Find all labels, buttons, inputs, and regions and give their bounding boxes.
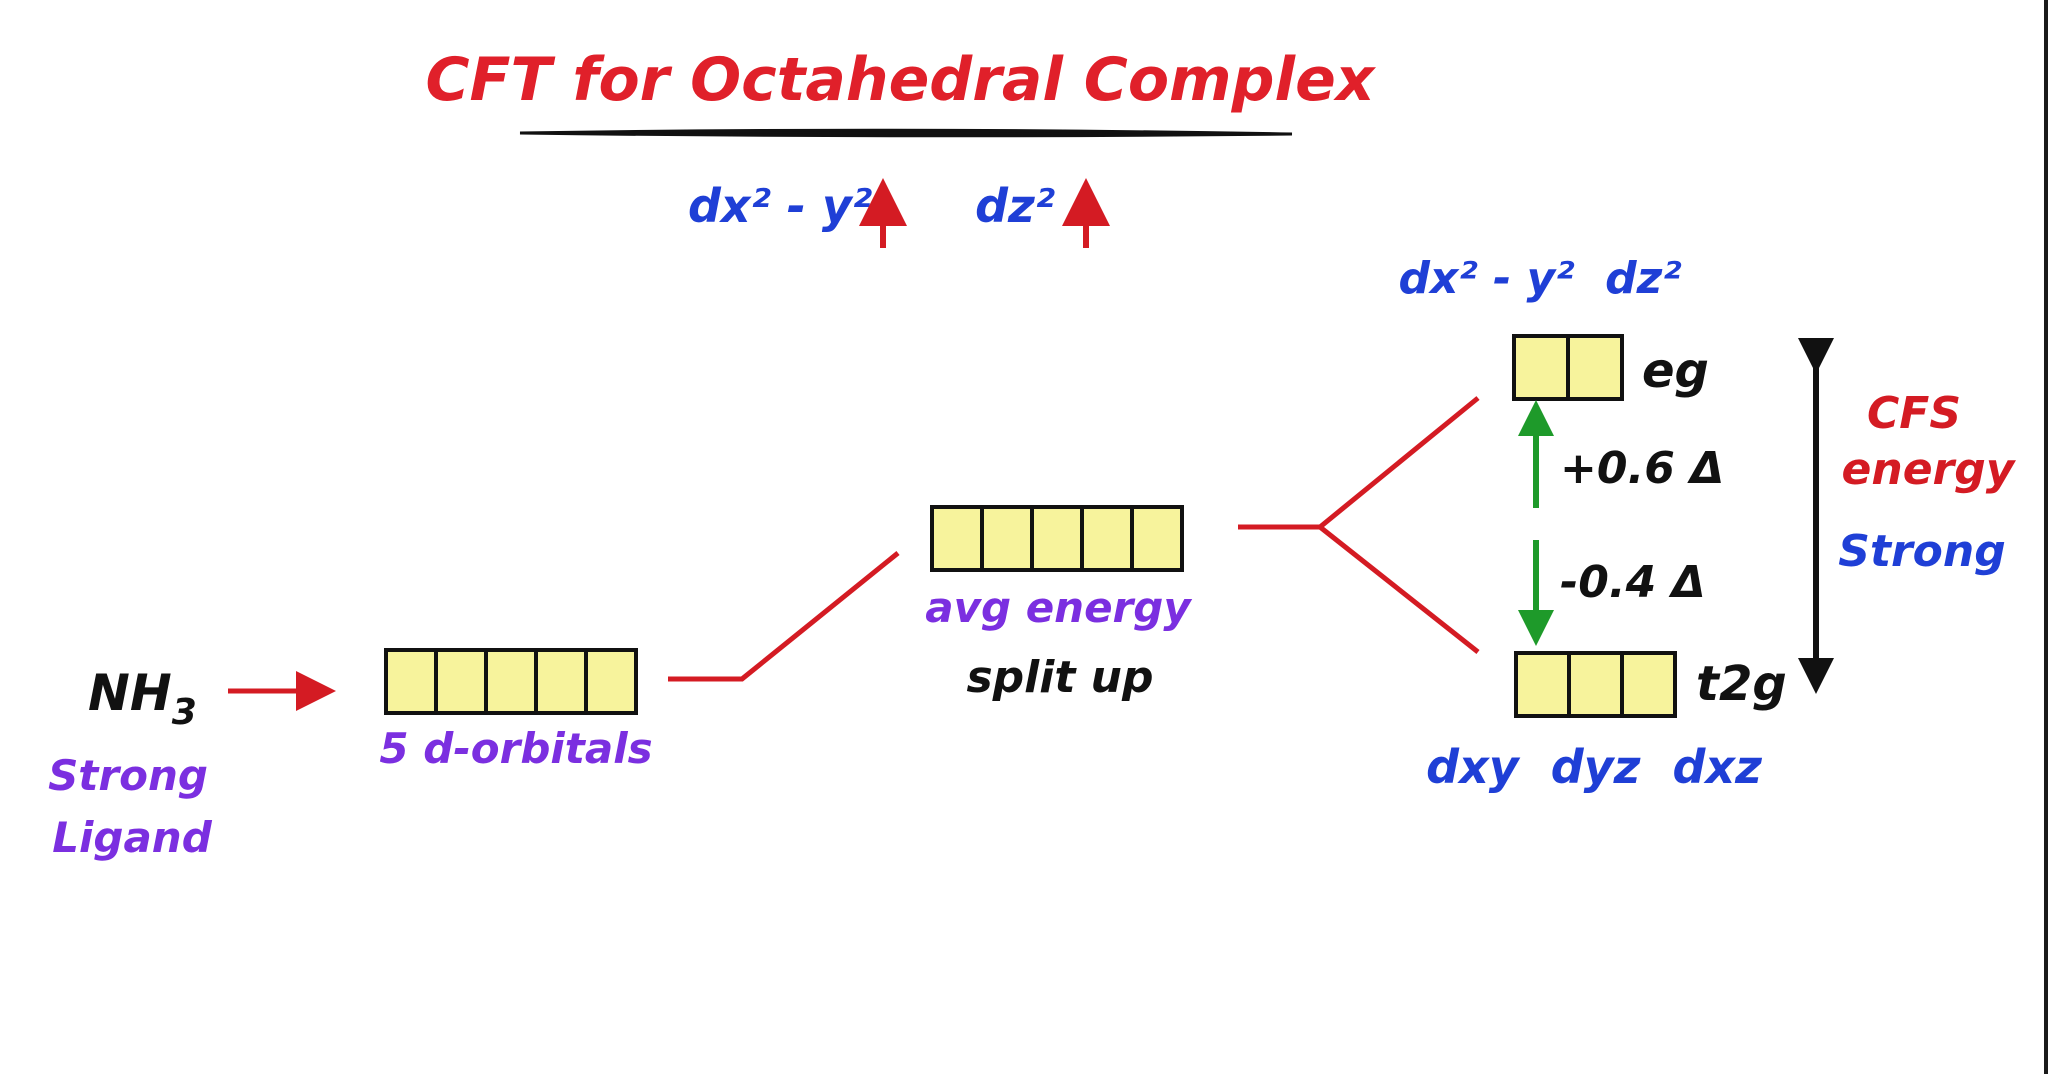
orbital-box bbox=[1620, 651, 1677, 718]
t2g-energy-shift: -0.4 Δ bbox=[1560, 557, 1706, 608]
t2g-orbital-boxes bbox=[1514, 651, 1677, 718]
average-orbital-boxes bbox=[930, 505, 1184, 572]
ligand-type-line2: Ligand bbox=[52, 813, 212, 862]
orbital-box bbox=[1567, 651, 1624, 718]
degenerate-orbital-boxes bbox=[384, 648, 638, 715]
orbital-box bbox=[1512, 334, 1570, 401]
orbital-box bbox=[584, 648, 638, 715]
cfs-label-line2: energy bbox=[1842, 444, 2017, 495]
eg-orbital-boxes bbox=[1512, 334, 1624, 401]
connector-line bbox=[668, 551, 900, 682]
t2g-orbital-names: dxy dyz dxz bbox=[1426, 740, 1762, 794]
orbital-box bbox=[930, 505, 984, 572]
title-underline bbox=[519, 128, 1293, 138]
cfs-strength: Strong bbox=[1838, 526, 2005, 577]
average-energy-label: avg energy bbox=[925, 583, 1192, 632]
diagram-title: CFT for Octahedral Complex bbox=[426, 45, 1377, 115]
cfs-label-line1: CFS bbox=[1867, 388, 1961, 439]
split-line bbox=[1318, 525, 1480, 654]
orbital-box bbox=[484, 648, 538, 715]
t2g-label: t2g bbox=[1696, 656, 1787, 712]
ligand-type-line1: Strong bbox=[48, 751, 208, 800]
orbital-box bbox=[534, 648, 588, 715]
top-orbital-dx2-y2: dx² - y² bbox=[688, 179, 872, 233]
top-orbital-dz2: dz² bbox=[975, 179, 1055, 233]
eg-orbital-names: dx² - y² dz² bbox=[1398, 253, 1681, 304]
orbital-box bbox=[1130, 505, 1184, 572]
orbital-box bbox=[1514, 651, 1571, 718]
orbital-box bbox=[1030, 505, 1084, 572]
orbital-box bbox=[434, 648, 488, 715]
orbital-box bbox=[980, 505, 1034, 572]
split-line bbox=[1238, 396, 1480, 530]
orbital-box bbox=[1566, 334, 1624, 401]
split-up-label: split up bbox=[966, 652, 1153, 703]
orbital-box bbox=[1080, 505, 1134, 572]
degenerate-label: 5 d-orbitals bbox=[379, 724, 652, 773]
eg-label: eg bbox=[1642, 343, 1709, 399]
eg-energy-shift: +0.6 Δ bbox=[1560, 443, 1724, 494]
right-edge-border bbox=[2044, 0, 2048, 1074]
ligand-formula: NH3 bbox=[88, 664, 197, 733]
orbital-box bbox=[384, 648, 438, 715]
